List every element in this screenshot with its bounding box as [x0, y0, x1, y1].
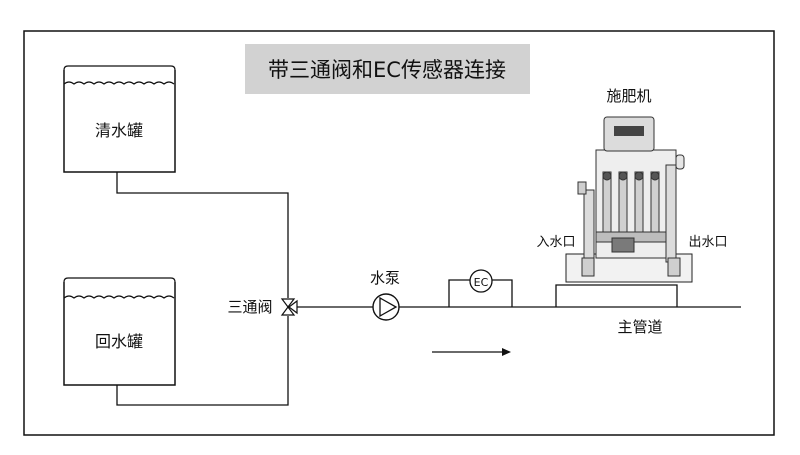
- inlet-label: 入水口: [536, 235, 575, 250]
- return-water-tank-label: 回水罐: [95, 332, 143, 351]
- pump-icon: [372, 293, 400, 321]
- pipes: [116, 172, 741, 406]
- machine-base-pipe: [555, 284, 678, 307]
- water-surface-icon: [63, 81, 175, 85]
- control-display: [614, 126, 644, 136]
- flow-direction-arrow-icon: [432, 348, 511, 356]
- pipe-clean-to-valve: [116, 172, 289, 298]
- ec-sensor: EC: [469, 269, 493, 293]
- fertilizer-machine: 施肥机 入水口 出水口: [536, 87, 728, 283]
- outlet-label: 出水口: [688, 235, 727, 250]
- water-surface-icon: [63, 295, 175, 299]
- diagram-title: 带三通阀和EC传感器连接: [268, 58, 506, 82]
- title-box: 带三通阀和EC传感器连接: [245, 44, 530, 94]
- three-way-valve-label: 三通阀: [227, 298, 272, 316]
- pipe-return-to-valve: [116, 316, 289, 406]
- dosing-channels: [602, 171, 660, 235]
- ec-sensor-icon: [469, 269, 493, 293]
- clean-water-tank-label: 清水罐: [95, 121, 143, 140]
- outer-frame: [23, 30, 775, 436]
- fertilizer-machine-label: 施肥机: [606, 87, 651, 105]
- main-pipe-label: 主管道: [617, 318, 662, 336]
- return-water-tank: 回水罐: [63, 277, 176, 386]
- clean-water-tank: 清水罐: [63, 65, 176, 173]
- ec-sensor-label: EC: [474, 276, 489, 289]
- pump-label: 水泵: [370, 269, 400, 287]
- three-way-valve-icon: [280, 298, 298, 316]
